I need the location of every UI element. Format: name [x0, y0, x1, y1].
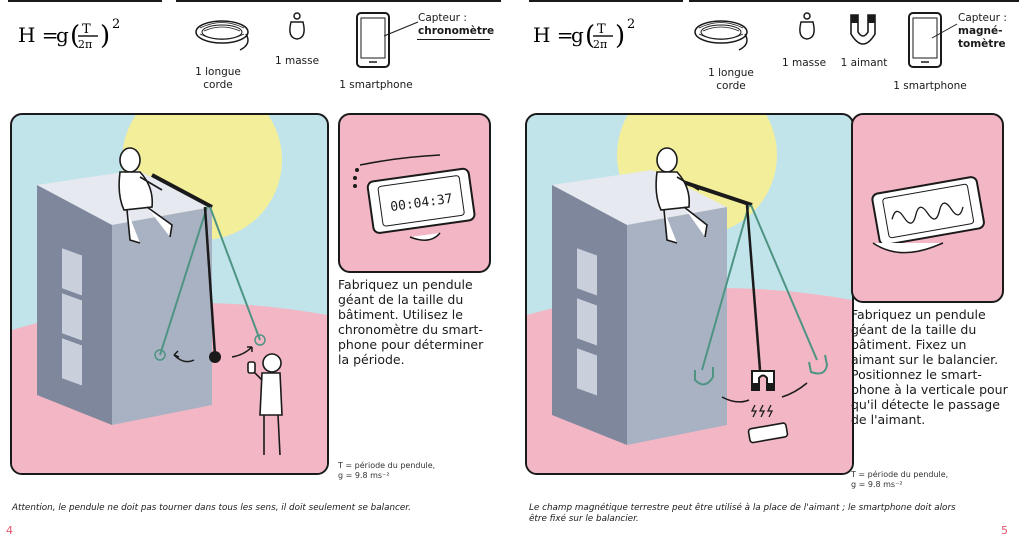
window-2: [577, 298, 597, 346]
formula-lhs: H =: [533, 23, 574, 47]
rope-icon: [195, 20, 249, 51]
formula-numerator: T: [597, 22, 606, 37]
caption: Le champ magnétique terrestre peut être …: [529, 503, 956, 524]
sensor-underline: [417, 39, 490, 40]
formula-exponent: 2: [112, 17, 120, 32]
window-2: [62, 293, 82, 341]
formula-denominator: 2π: [78, 38, 92, 51]
formula-note: T = période du pendule,g = 9.8 ms⁻²: [338, 461, 436, 480]
pendulum-mass: [209, 351, 221, 363]
building-front-face: [627, 207, 727, 445]
smartphone-icon: [356, 12, 390, 68]
rope-right-position: [750, 204, 818, 361]
person-on-ground: [247, 353, 283, 456]
page-number: 4: [6, 524, 13, 537]
weight-icon: [799, 12, 815, 40]
formula-g: g: [56, 23, 69, 47]
smartphone-icon: [908, 12, 942, 68]
formula-paren-close: ): [615, 21, 625, 51]
formula-graphic: H = g ( T 2π ) 2: [18, 17, 120, 51]
phone-panel-illustration: [871, 176, 985, 254]
magnet-icon: [850, 14, 876, 45]
rope-icon: [694, 20, 748, 51]
support-beam: [151, 173, 213, 209]
sensor-label: Capteur : magné- tomètre: [958, 12, 1007, 51]
window-3: [62, 338, 82, 386]
magnetometer-wave: [891, 202, 964, 224]
pendulum-scene: [10, 113, 329, 475]
phone-panel-illustration: 00:04:37: [353, 154, 476, 241]
material-label-smartphone: 1 smartphone: [339, 79, 413, 91]
page-number: 5: [1001, 524, 1008, 537]
formula-lhs: H =: [18, 23, 59, 47]
rope-center: [745, 204, 762, 371]
top-rule-formula: [8, 0, 162, 2]
top-rule-materials: [689, 0, 1019, 2]
material-label-magnet: 1 aimant: [840, 57, 888, 69]
material-label-weight: 1 masse: [274, 55, 320, 67]
person-on-roof: [118, 147, 173, 244]
window-1: [62, 248, 82, 296]
pendulum-scene-illustration: [12, 115, 327, 473]
weight-icon: [289, 12, 305, 40]
formula-paren-open: (: [585, 21, 595, 51]
person-on-roof: [655, 147, 708, 244]
material-label-weight: 1 masse: [781, 57, 827, 69]
formula-numerator: T: [82, 22, 91, 37]
rope-right-position: [209, 206, 261, 341]
window-1: [577, 248, 597, 296]
formula-paren-close: ): [100, 21, 110, 51]
rope-left-position: [159, 206, 208, 356]
formula-g: g: [571, 23, 584, 47]
sensor-prefix: Capteur :: [958, 12, 1007, 24]
sensor-name-line-1: magné-: [958, 25, 1003, 37]
smartphone-on-ground: [747, 422, 789, 444]
pointer-arrow-icon: [383, 21, 419, 37]
formula-paren-open: (: [70, 21, 80, 51]
sensor-name: chronomètre: [418, 25, 495, 37]
formula-note: T = période du pendule,g = 9.8 ms⁻²: [851, 470, 949, 489]
formula-exponent: 2: [627, 17, 635, 32]
top-rule-formula: [529, 0, 683, 2]
material-label-smartphone: 1 smartphone: [893, 80, 967, 92]
formula-graphic: H = g ( T 2π ) 2: [533, 17, 635, 51]
top-rule-materials: [176, 0, 501, 2]
sensor-prefix: Capteur :: [418, 12, 467, 24]
rope-left-position: [701, 204, 750, 371]
pendulum-scene-illustration: [527, 115, 852, 473]
phone-panel: [851, 113, 1004, 303]
phone-panel: 00:04:37: [338, 113, 491, 273]
formula: H = g ( T 2π ) 2: [533, 14, 653, 54]
formula: H = g ( T 2π ) 2: [18, 14, 138, 54]
formula-denominator: 2π: [593, 38, 607, 51]
pointer-arrow-icon: [931, 23, 958, 39]
pendulum-scene: [525, 113, 854, 475]
building-top: [552, 170, 727, 225]
sensor-name-line-2: tomètre: [958, 38, 1006, 50]
caption: Attention, le pendule ne doit pas tourne…: [12, 503, 411, 513]
sensor-label: Capteur : chronomètre: [418, 12, 494, 38]
rope-center: [203, 206, 217, 356]
building-front-face: [112, 207, 212, 425]
window-3: [577, 348, 597, 396]
